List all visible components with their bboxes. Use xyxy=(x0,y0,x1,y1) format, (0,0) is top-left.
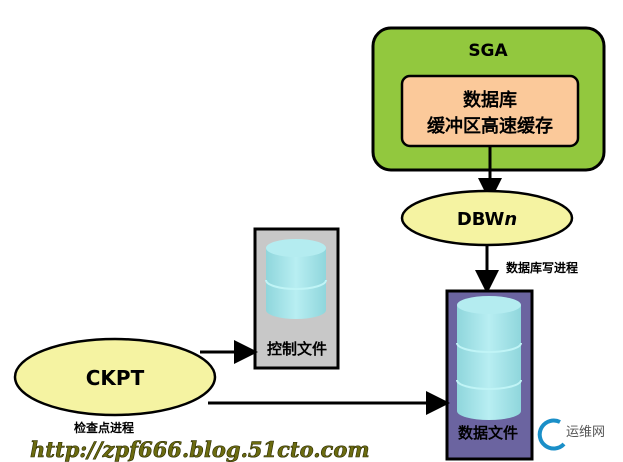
buffer-cache-label-2: 缓冲区高速缓存 xyxy=(427,115,553,137)
ckpt-process: CKPT xyxy=(13,337,217,417)
logo-swirl-icon xyxy=(537,418,566,451)
dbwn-process: DBWn xyxy=(400,189,574,247)
watermark-logo: 运维网 xyxy=(537,418,605,451)
dbwn-caption: 数据库写进程 xyxy=(506,260,578,275)
control-file-cylinder-icon xyxy=(265,239,327,319)
ckpt-label: CKPT xyxy=(86,366,145,390)
control-file: 控制文件 xyxy=(253,227,340,370)
buffer-cache-label-1: 数据库 xyxy=(463,89,517,111)
data-file: 数据文件 xyxy=(445,289,534,461)
data-file-label: 数据文件 xyxy=(458,424,518,442)
dbwn-label: DBWn xyxy=(457,209,517,230)
watermark-url: http://zpf666.blog.51cto.com xyxy=(30,437,370,462)
ckpt-caption: 检查点进程 xyxy=(74,420,134,435)
data-file-cylinder-icon xyxy=(456,296,522,420)
watermark-logo-text: 运维网 xyxy=(566,425,605,440)
sga-box: SGA 数据库 缓冲区高速缓存 xyxy=(371,26,606,172)
control-file-label: 控制文件 xyxy=(267,340,327,358)
sga-title: SGA xyxy=(468,41,508,61)
